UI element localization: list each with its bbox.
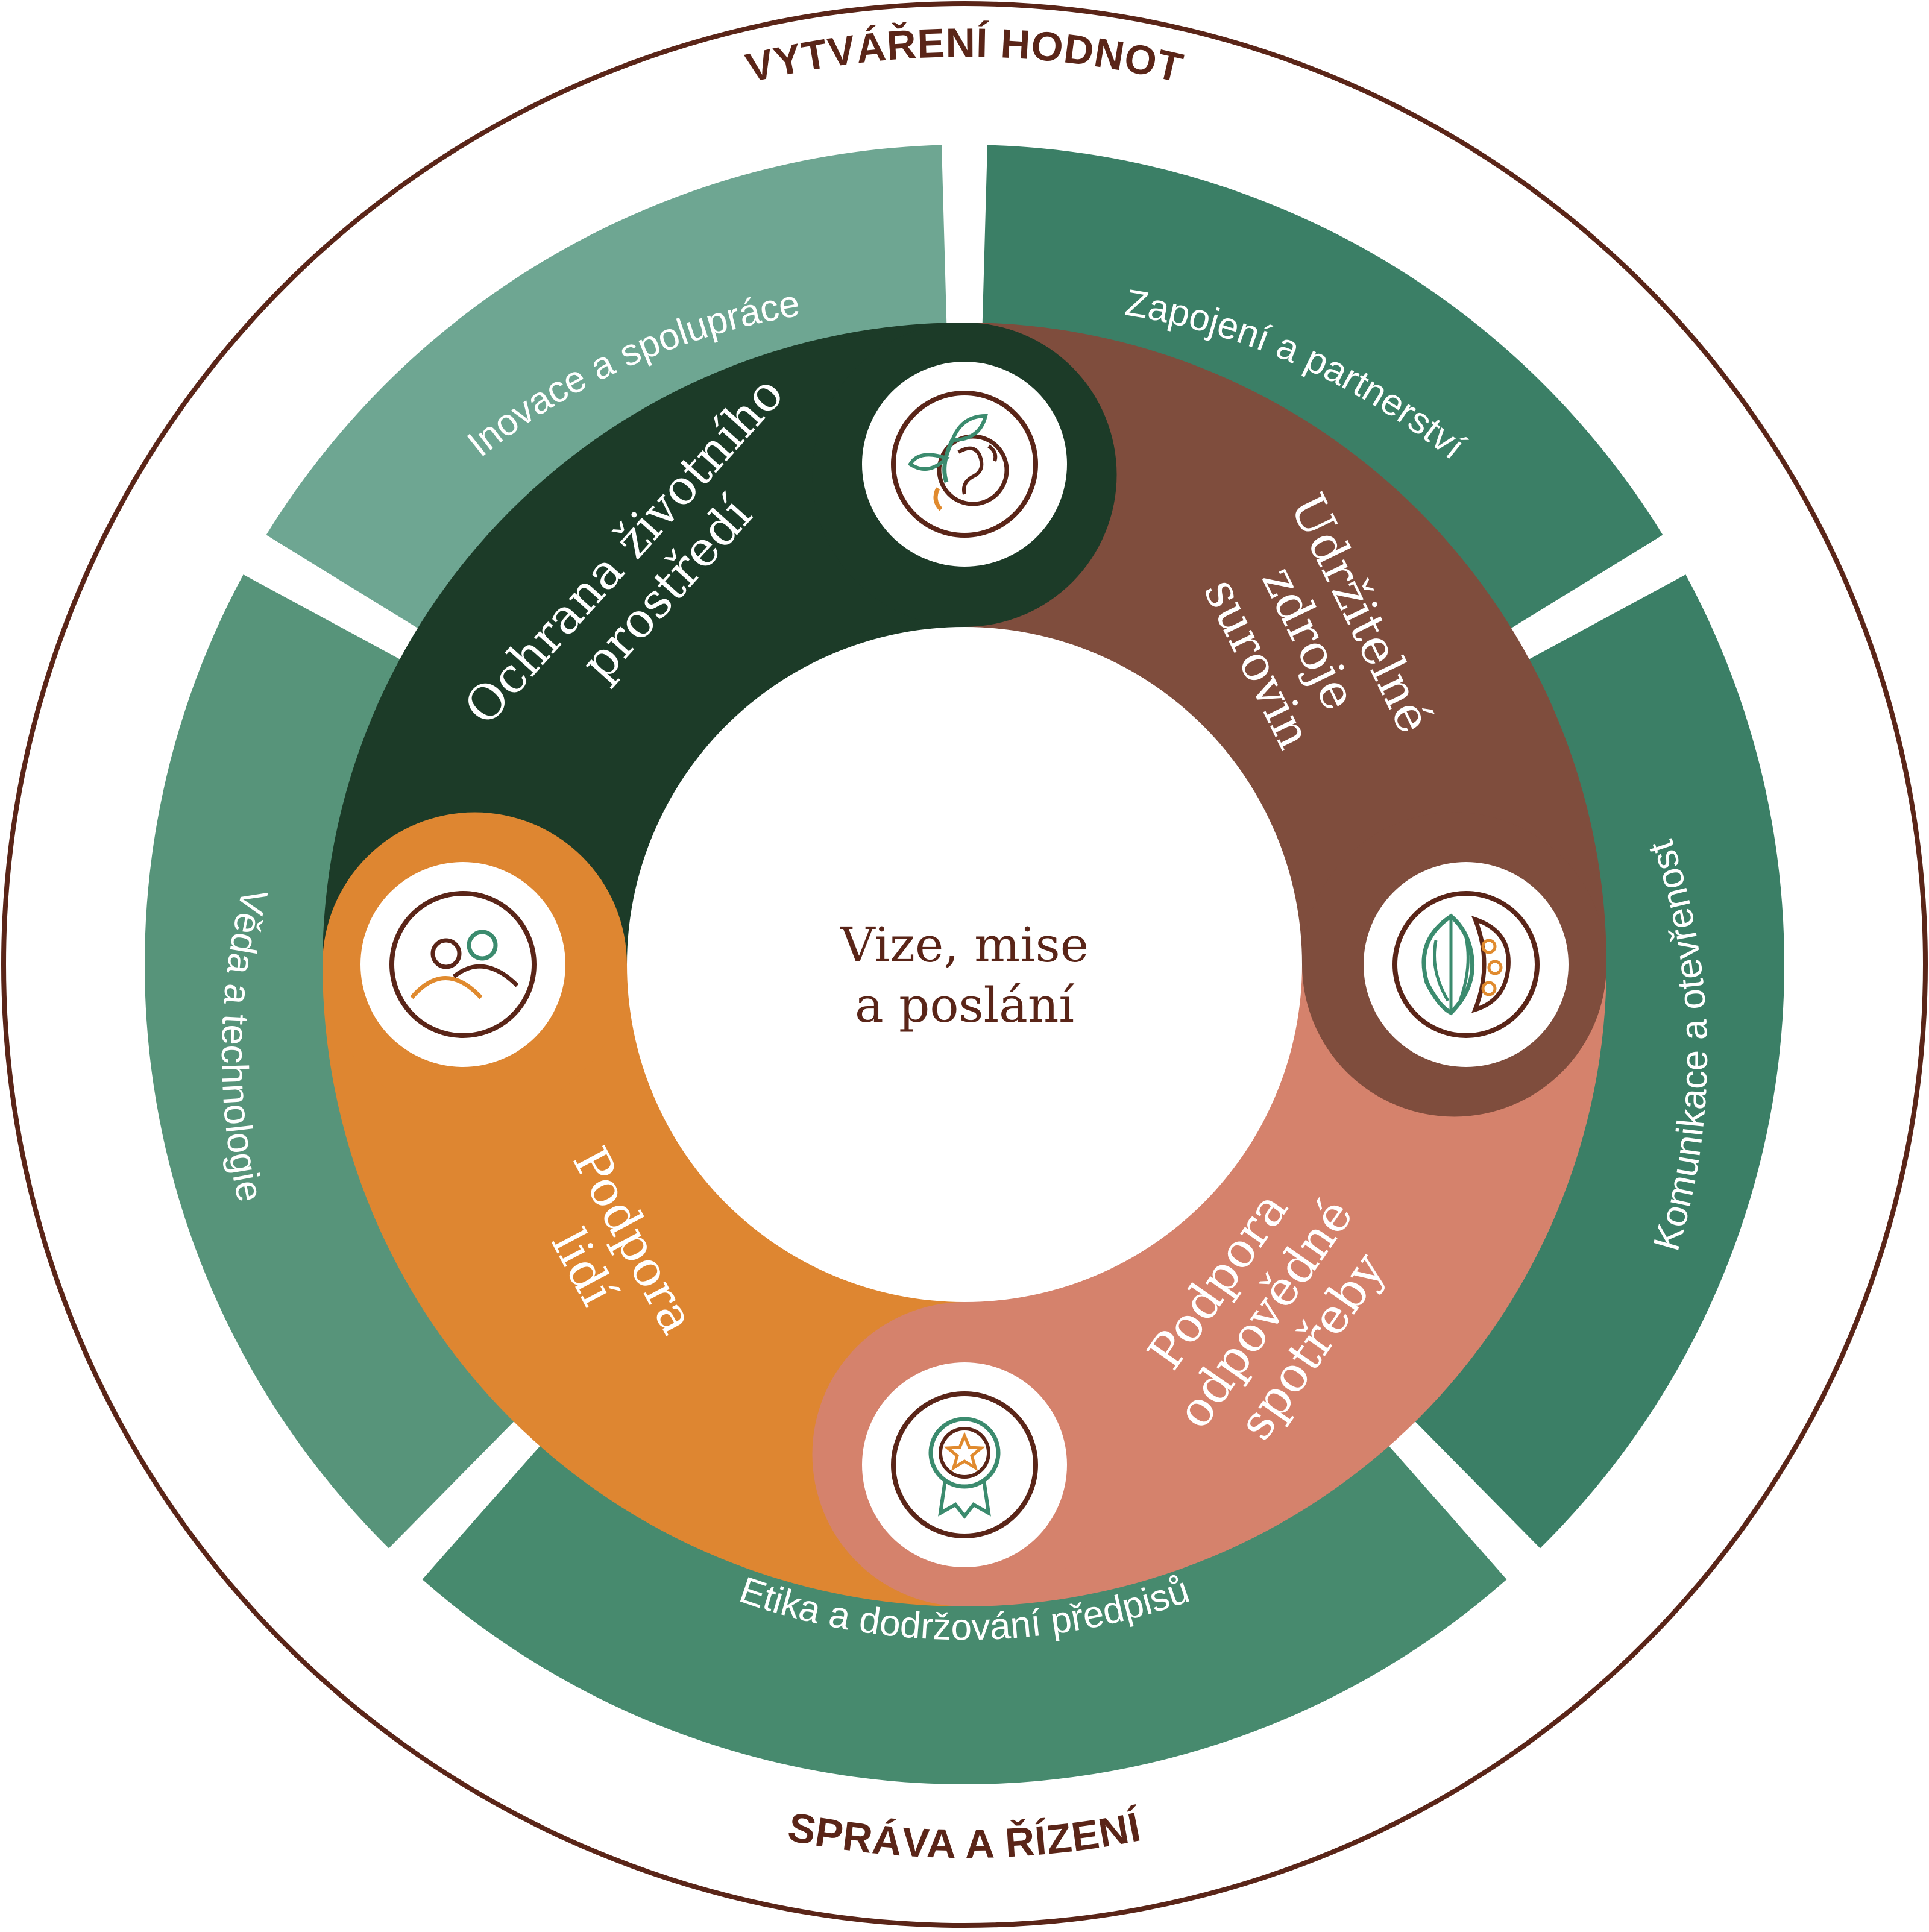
center-line2: a poslání <box>855 977 1075 1033</box>
ring-segment-udrzitelne-zdroje <box>964 323 1606 964</box>
people-icon <box>360 862 565 1067</box>
cocoa-pod-icon <box>1364 862 1569 1067</box>
ring-segment-ochrana-prostredi <box>323 323 964 964</box>
bottom-caption: SPRÁVA A ŘÍZENÍ <box>784 1804 1145 1867</box>
band-segment-zapojeni <box>982 145 1663 632</box>
band-segment-inovace <box>266 145 947 632</box>
band-segment-etika <box>422 1441 1507 1785</box>
center-line1: Vize, mise <box>840 917 1089 973</box>
award-star-icon <box>862 1362 1067 1567</box>
top-caption: VYTVÁŘENÍ HODNOT <box>741 20 1187 91</box>
ring-segment-podpora-spotreby <box>964 964 1606 1606</box>
earth-sprout-icon <box>862 362 1067 567</box>
center-circle <box>630 630 1299 1299</box>
ring-segment-podpora-lidi <box>323 964 964 1606</box>
